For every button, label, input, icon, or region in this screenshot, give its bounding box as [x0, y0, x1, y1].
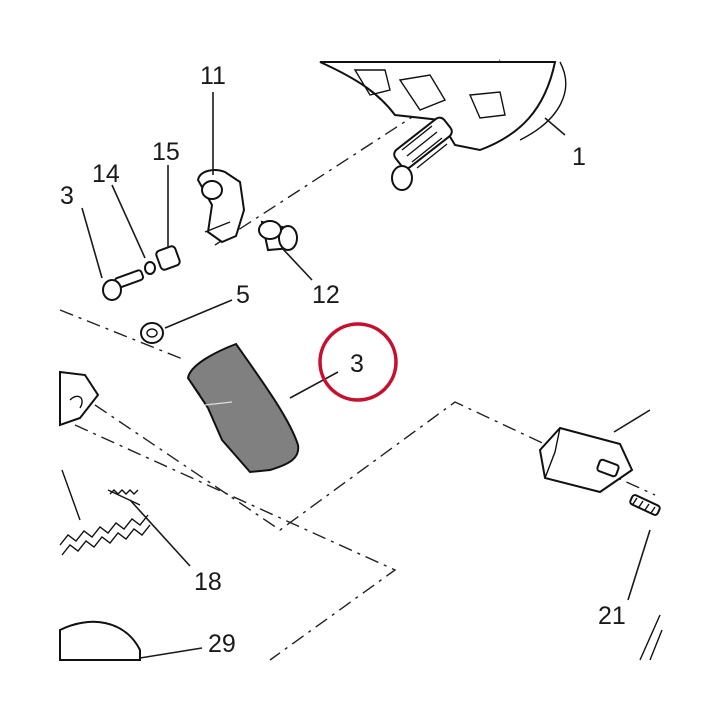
label-part-29: 29: [208, 630, 236, 658]
label-part-12: 12: [312, 281, 340, 309]
part-housing: [319, 61, 567, 191]
part-screw-21: [629, 494, 661, 516]
label-part-1: 1: [572, 143, 586, 171]
label-part-3-screw: 3: [60, 182, 74, 210]
part-pin-18: [107, 489, 141, 506]
label-part-11: 11: [200, 62, 226, 90]
part-clip: [196, 169, 246, 244]
label-part-3-highlighted: 3: [350, 350, 364, 378]
part-29: [59, 620, 141, 661]
part-ring: [140, 322, 164, 344]
label-part-15: 15: [152, 138, 180, 166]
highlight-circle: [318, 322, 398, 402]
part-left-fragment: [59, 370, 100, 427]
label-part-5: 5: [236, 281, 250, 309]
label-part-14: 14: [92, 160, 120, 188]
part-bushing: [258, 220, 298, 252]
leader-lines: [81, 92, 651, 659]
label-part-18: 18: [194, 568, 222, 596]
part-cover: [186, 342, 300, 474]
part-screw-set: [102, 245, 181, 301]
part-spring: [59, 469, 151, 556]
label-part-21: 21: [598, 602, 626, 630]
part-block: [538, 426, 634, 494]
part-right-edge: [639, 614, 663, 661]
